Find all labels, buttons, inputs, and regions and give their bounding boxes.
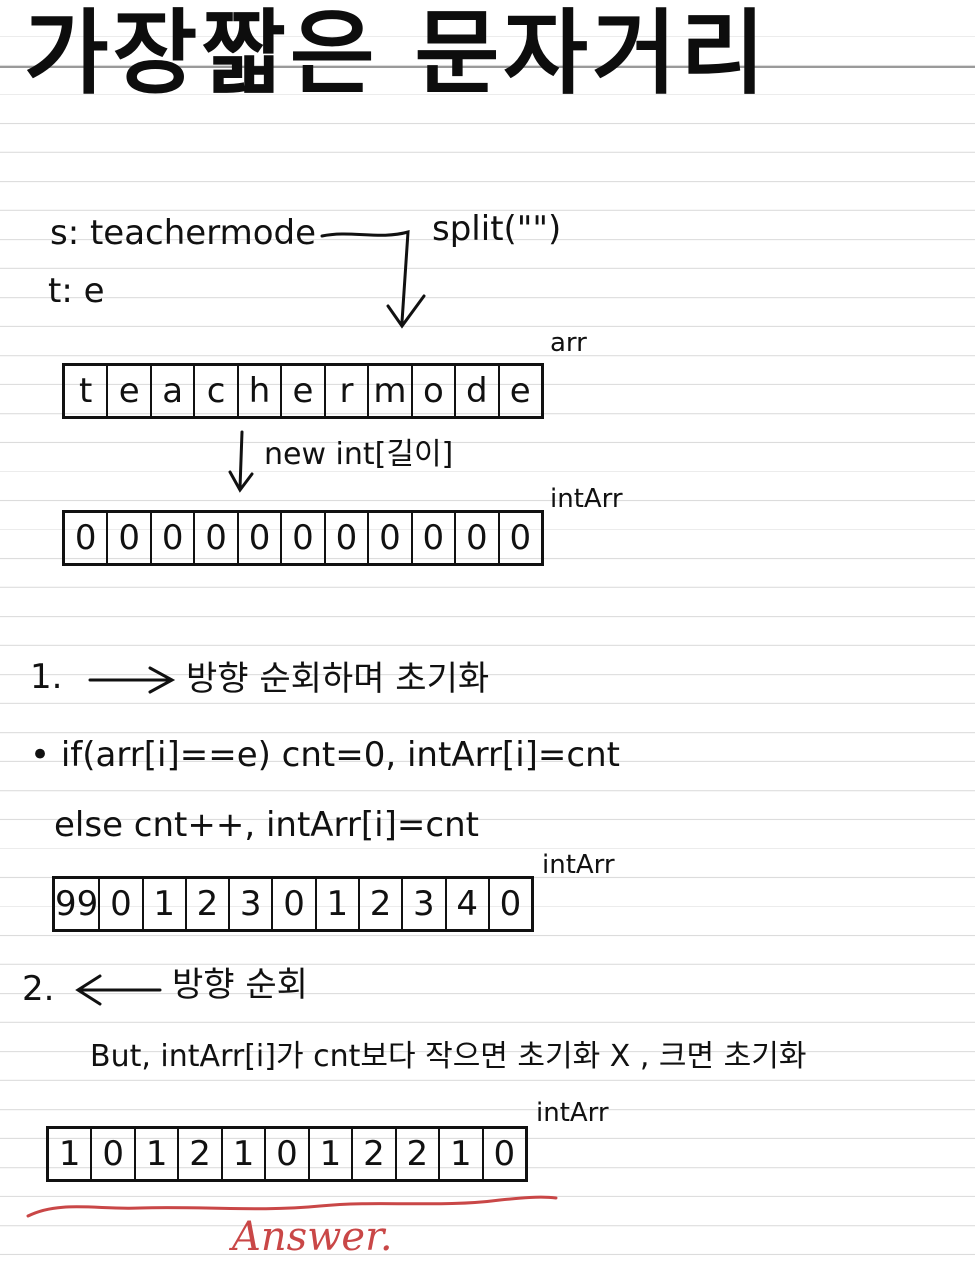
intArr-cell: 0 [100, 879, 144, 929]
intArr-cell: 0 [493, 1134, 516, 1174]
intArr-cell: 99 [55, 879, 101, 929]
arr-cell: c [195, 366, 239, 416]
intArr-cell: 0 [413, 513, 457, 563]
intArr-cell: 0 [326, 513, 370, 563]
step2-number: 2. [22, 969, 55, 1009]
split-label: split("") [432, 209, 562, 249]
step1-heading: 방향 순회하며 초기화 [186, 659, 490, 699]
intArr-cell: 0 [282, 513, 326, 563]
step1-condition-line: • if(arr[i]==e) cnt=0, intArr[i]=cnt [30, 735, 620, 775]
step2-rule-line: But, intArr[i]가 cnt보다 작으면 초기화 X , 크면 초기화 [90, 1039, 807, 1074]
answer-underline [26, 1195, 558, 1218]
intArr-cell: 2 [360, 879, 404, 929]
intArr-cell: 4 [447, 879, 490, 929]
intArr-cell: 0 [456, 513, 500, 563]
split-arrowhead [386, 294, 426, 329]
step1-else-line: else cnt++, intArr[i]=cnt [54, 805, 479, 845]
arr-cell: e [282, 366, 326, 416]
intArr-label: intArr [536, 1098, 609, 1128]
intArr-label: intArr [550, 484, 623, 514]
t-line: t: e [48, 271, 105, 311]
split-arrow [320, 229, 410, 324]
top-rule [0, 66, 975, 68]
intArr-label: intArr [542, 850, 615, 880]
arr-array: t e a c h e r m o d e [62, 363, 544, 419]
arr-cell: e [509, 371, 531, 411]
intArr-initial-array: 0 0 0 0 0 0 0 0 0 0 0 [62, 510, 544, 566]
arr-cell: e [108, 366, 152, 416]
intArr-cell: 0 [108, 513, 152, 563]
intArr-cell: 0 [195, 513, 239, 563]
intArr-cell: 1 [49, 1129, 93, 1179]
intArr-cell: 0 [65, 513, 109, 563]
intArr-cell: 1 [317, 879, 360, 929]
intArr-cell: 0 [266, 1129, 310, 1179]
intArr-cell: 0 [369, 513, 413, 563]
intArr-cell: 1 [310, 1129, 354, 1179]
arr-label: arr [550, 328, 587, 358]
intArr-cell: 2 [187, 879, 231, 929]
page-title: 가장짧은 문자거리 [24, 0, 770, 107]
intArr-cell: 0 [499, 884, 522, 924]
arr-cell: d [456, 366, 500, 416]
intArr-cell: 0 [152, 513, 196, 563]
new-int-arrow [238, 430, 244, 490]
right-arrowhead [148, 666, 176, 694]
arr-cell: h [239, 366, 283, 416]
intArr-cell: 3 [230, 879, 274, 929]
intArr-cell: 1 [144, 879, 187, 929]
intArr-cell: 2 [353, 1129, 397, 1179]
arr-cell: a [152, 366, 196, 416]
intArr-cell: 2 [179, 1129, 223, 1179]
intArr-cell: 2 [397, 1129, 441, 1179]
intArr-cell: 1 [223, 1129, 267, 1179]
intArr-cell: 0 [239, 513, 283, 563]
intArr-cell: 0 [273, 879, 317, 929]
intArr-cell: 1 [136, 1129, 180, 1179]
step2-heading: 방향 순회 [172, 965, 308, 1005]
answer-label: Answer. [232, 1214, 393, 1260]
new-int-label: new int[길이] [264, 437, 454, 472]
arr-cell: m [369, 366, 413, 416]
arr-cell: t [65, 366, 109, 416]
intArr-backward-array: 1 0 1 2 1 0 1 2 2 1 0 [46, 1126, 528, 1182]
intArr-cell: 0 [509, 518, 532, 558]
intArr-cell: 3 [403, 879, 447, 929]
left-arrowhead [75, 974, 102, 1006]
step1-number: 1. [30, 657, 63, 697]
arr-cell: o [413, 366, 457, 416]
intArr-cell: 0 [92, 1129, 136, 1179]
s-line: s: teachermode [50, 213, 317, 253]
intArr-forward-array: 99 0 1 2 3 0 1 2 3 4 0 [52, 876, 534, 932]
intArr-cell: 1 [440, 1129, 484, 1179]
new-int-arrowhead [228, 470, 254, 493]
arr-cell: r [326, 366, 370, 416]
